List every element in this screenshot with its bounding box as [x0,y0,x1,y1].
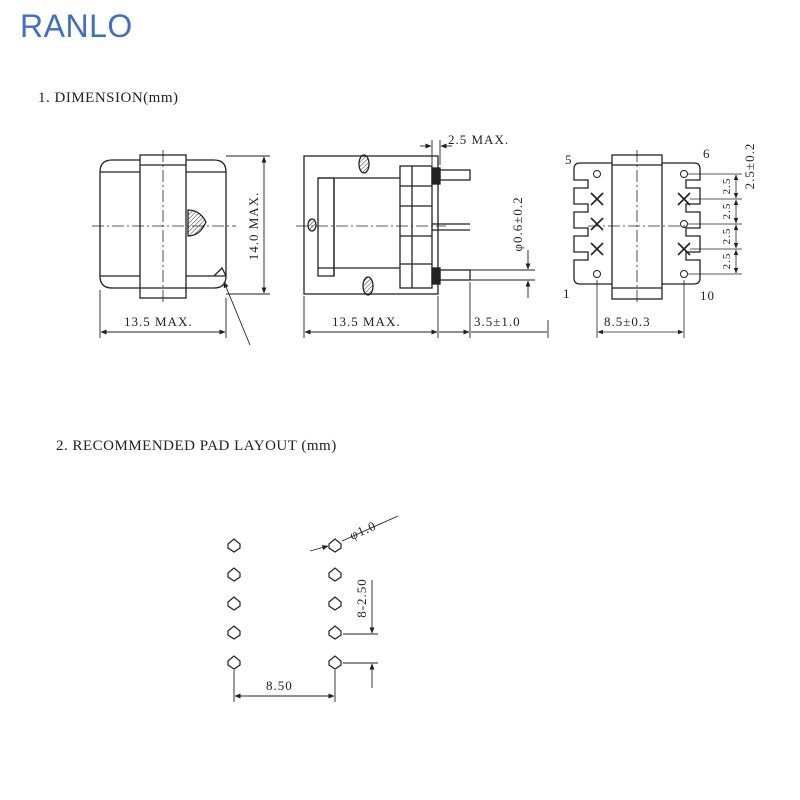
bottom-pins [590,170,691,278]
pad-hole [328,538,342,553]
pad-row-spacing-label: 8.50 [266,678,293,693]
pin-number-1: 1 [563,286,571,301]
pad-hole [227,625,241,640]
pad-layout [227,538,342,670]
pin-pitch-4-label: 2.5 [721,253,733,270]
pad-hole [227,596,241,611]
pad-pitch-label: 8-2.50 [354,578,369,618]
side-outline [303,155,439,295]
pad-hole-diameter-label: φ1.0 [347,518,378,543]
pad-hole [328,625,342,640]
right-pin-comb [662,162,701,285]
pad-layout-section-title: 2. RECOMMENDED PAD LAYOUT (mm) [56,438,337,454]
front-right-plate [186,159,227,289]
pad-right-column [328,538,342,670]
pin-pitch-top-label: 2.5±0.2 [742,143,757,190]
front-height-label: 14.0 MAX. [246,192,261,261]
pin-pitch-1-label: 2.5 [721,178,733,195]
pin-diameter-label: φ0.6±0.2 [510,196,525,251]
left-pin-comb [573,162,612,285]
dimension-section-title: 1. DIMENSION(mm) [38,90,179,106]
front-hatch [187,209,207,237]
front-view [92,150,236,305]
brand-logo: RANLO [20,8,133,44]
pin-thickness-label: 2.5 MAX. [448,132,509,147]
front-width-label: 13.5 MAX. [124,314,193,329]
pin-number-10: 10 [700,288,715,303]
front-left-plate [99,159,140,289]
side-view [296,154,471,296]
pin-pitch-3-label: 2.5 [721,228,733,245]
pin-number-6: 6 [703,146,711,161]
pad-left-column [227,538,241,670]
side-pin-block [399,165,433,289]
pin-length-label: 3.5±1.0 [474,314,521,329]
pad-hole [328,655,342,670]
pad-hole [227,567,241,582]
pad-hole [227,538,241,553]
pad-hole [328,596,342,611]
side-width-label: 13.5 MAX. [332,314,401,329]
pin-number-5: 5 [565,152,573,167]
pad-hole [328,567,342,582]
pin-pitch-2-label: 2.5 [721,203,733,220]
bottom-view [573,150,701,305]
pin-row-spacing-label: 8.5±0.3 [604,314,651,329]
pad-hole [227,655,241,670]
